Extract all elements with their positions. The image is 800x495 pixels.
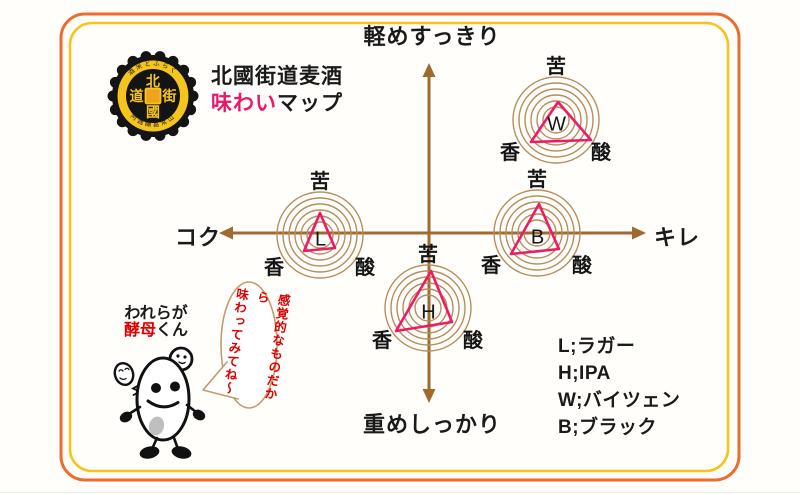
marker-letter: B — [531, 227, 544, 249]
flavor-label-bitter: 苦 — [527, 168, 547, 191]
flavor-triangle — [302, 211, 337, 253]
axis-label-bottom: 重めしっかり — [362, 412, 501, 437]
frame-inner — [68, 21, 730, 473]
seal-center-square — [144, 87, 162, 105]
yeast-mascot — [113, 281, 278, 459]
flavor-ring — [402, 282, 454, 334]
mascot-foot-left — [139, 446, 160, 459]
arrow-left-icon — [219, 226, 233, 240]
axis-label-left: コク — [175, 225, 222, 250]
mascot-name-accent: 酵母 — [123, 322, 156, 339]
beer-marker-L: L 苦香 酸 — [264, 170, 376, 279]
flavor-triangle — [529, 100, 593, 144]
legend-item-weizen: W;バイツェン — [558, 390, 681, 411]
flavor-ring — [499, 195, 575, 271]
flavor-label-acid: 酸 — [591, 140, 612, 164]
seal-kanji-left: 道 — [130, 88, 144, 104]
mascot-body — [135, 356, 191, 442]
flavor-ring — [512, 76, 600, 164]
flavor-ring — [288, 203, 352, 267]
flavor-label-acid: 酸 — [572, 253, 593, 277]
flavor-ring — [294, 209, 346, 261]
flavor-triangle — [509, 202, 561, 256]
flavor-ring — [282, 197, 358, 273]
flavor-ring — [414, 294, 442, 322]
flavor-label-aroma: 香 — [500, 141, 521, 164]
flavor-label-acid: 酸 — [463, 328, 484, 352]
mascot-smile — [146, 399, 180, 409]
mascot-eye-right — [170, 381, 180, 392]
flavor-label-bitter: 苦 — [546, 55, 566, 78]
seal-kanji-bottom: 國 — [146, 104, 160, 120]
marker-letter: W — [547, 114, 566, 136]
flavor-ring — [306, 221, 334, 249]
axis-label-top: 軽めすっきり — [363, 24, 501, 49]
beer-marker-B: B 苦香 酸 — [481, 168, 593, 277]
flavor-ring — [505, 201, 569, 265]
legend-item-ipa: H;IPA — [558, 363, 611, 384]
marker-letter: L — [315, 229, 326, 251]
beer-markers-layer: W苦香酸L苦香酸B苦香酸H苦香酸 — [264, 55, 612, 352]
flavor-ring — [530, 94, 582, 146]
flavor-ring — [518, 82, 594, 158]
flavor-ring — [276, 191, 364, 279]
mascot-eye-left — [151, 383, 161, 393]
arrow-up-icon — [422, 63, 436, 77]
title-rest: マップ — [277, 92, 343, 115]
title-accent: 味わい — [211, 92, 277, 115]
page-bottom-edge — [0, 492, 800, 493]
mascot-name-line1: われらが — [124, 305, 188, 322]
floating-yeast-face — [118, 367, 130, 381]
speech-bubble — [220, 281, 278, 409]
legend-item-lager: L;ラガー — [558, 336, 636, 357]
title-line2: 味わいマップ — [211, 90, 343, 117]
brewery-seal-logo: 酒米とふらく 阿遅醸冨常山 北 街 國 道 — [107, 51, 199, 141]
flavor-triangle — [394, 269, 454, 333]
legend: L;ラガー H;IPA W;バイツェン B;ブラック — [558, 333, 680, 441]
title-line1: 北國街道麦酒 — [211, 65, 343, 88]
flavor-ring — [524, 88, 588, 152]
mascot-name: われらが 酵母くん — [114, 305, 198, 339]
flavor-label-aroma: 香 — [481, 254, 502, 277]
mascot-name-line2: 酵母くん — [114, 322, 198, 339]
beer-marker-H: H 苦香 酸 — [372, 243, 484, 352]
floating-yeast-cell — [113, 361, 135, 387]
flavor-label-bitter: 苦 — [310, 170, 330, 193]
mascot-name-suffix: くん — [156, 322, 189, 339]
beer-marker-W: W 苦香 酸 — [500, 55, 612, 164]
flavor-label-acid: 酸 — [355, 255, 376, 279]
page-title: 北國街道麦酒 味わいマップ — [211, 63, 343, 117]
flavor-ring — [384, 264, 472, 352]
seal-kanji-right: 街 — [162, 88, 177, 104]
flavor-label-aroma: 香 — [264, 256, 285, 279]
marker-letter: H — [421, 302, 435, 324]
arrow-down-icon — [422, 389, 436, 403]
mascot-hand-left — [119, 411, 133, 423]
arrow-right-icon — [632, 226, 646, 240]
flavor-label-bitter: 苦 — [418, 243, 438, 266]
axis-label-right: キレ — [654, 225, 701, 250]
legend-item-black: B;ブラック — [558, 417, 658, 438]
flavor-ring — [390, 270, 466, 346]
seal-kanji-north: 北 — [146, 73, 160, 89]
mascot-cheek-patch — [148, 416, 165, 436]
flavor-label-aroma: 香 — [372, 329, 393, 352]
mascot-foot-right — [171, 446, 192, 459]
flavor-ring — [493, 189, 581, 277]
frame-outer — [59, 12, 741, 482]
speech-bubble-tail — [202, 361, 239, 400]
mascot-hand-right — [192, 409, 206, 421]
